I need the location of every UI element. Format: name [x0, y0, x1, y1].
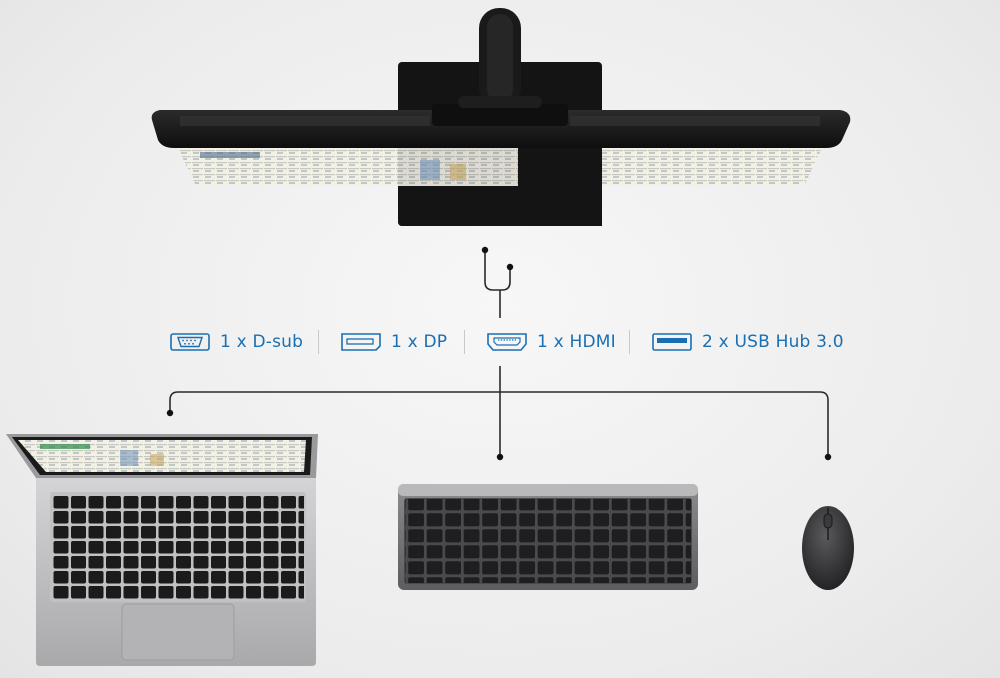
laptop-icon [6, 434, 318, 666]
cable-end-dot [481, 246, 489, 254]
mouse-connector-dot [824, 453, 832, 461]
keyboard-connector-dot [496, 453, 504, 461]
port-item-hdmi: 1 x HDMI [487, 326, 616, 358]
dsub-port-icon [170, 333, 210, 351]
port-item-usb: 2 x USB Hub 3.0 [652, 326, 844, 358]
port-label-usb: 2 x USB Hub 3.0 [702, 332, 844, 352]
port-list: 1 x D-sub 1 x DP 1 x HDMI 2 x USB Hub 3.… [0, 326, 1000, 358]
monitor-icon [151, 8, 851, 226]
divider [464, 330, 465, 354]
keyboard-icon [398, 484, 698, 590]
divider [629, 330, 630, 354]
output-cables [169, 366, 829, 456]
port-label-dp: 1 x DP [391, 332, 448, 352]
port-item-dsub: 1 x D-sub [170, 326, 303, 358]
usb-port-icon [652, 333, 692, 351]
divider [318, 330, 319, 354]
port-label-hdmi: 1 x HDMI [537, 332, 616, 352]
port-item-dp: 1 x DP [341, 326, 447, 358]
input-cables [484, 250, 511, 318]
laptop-connector-dot [166, 409, 174, 417]
hdmi-port-icon [487, 333, 527, 351]
port-label-dsub: 1 x D-sub [220, 332, 304, 352]
displayport-icon [341, 333, 381, 351]
cable-end-dot [506, 263, 514, 271]
mouse-icon [802, 506, 854, 590]
